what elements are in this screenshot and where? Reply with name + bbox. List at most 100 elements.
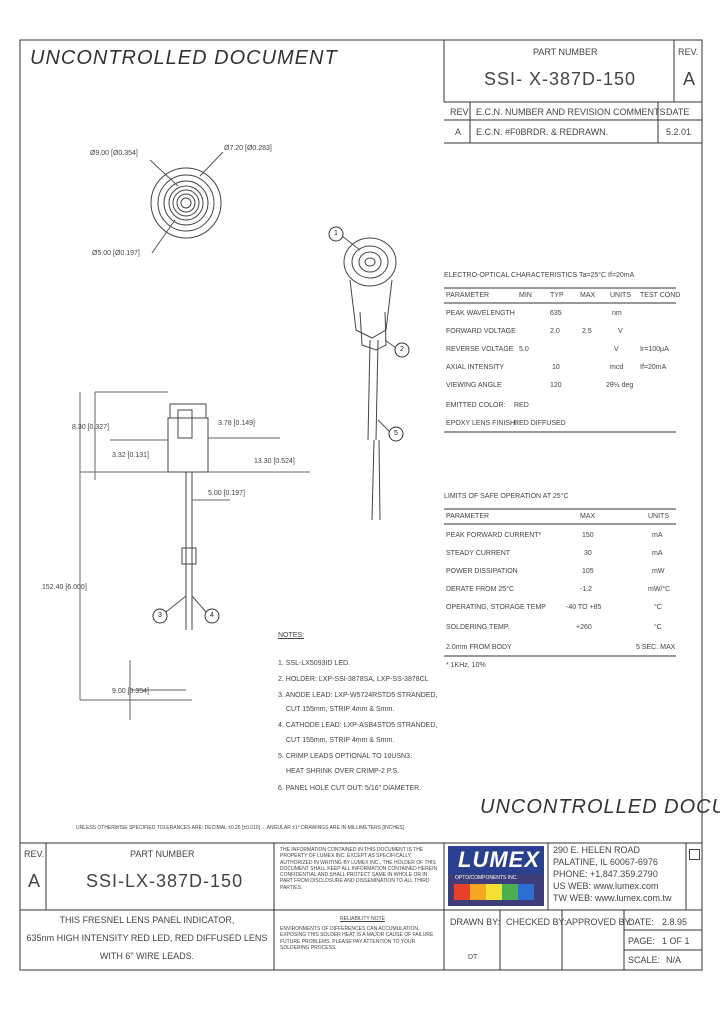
limits-header-parameter: PARAMETER xyxy=(446,513,490,520)
limits-cell: mA xyxy=(652,550,663,557)
description-line: THIS FRESNEL LENS PANEL INDICATOR, xyxy=(59,915,235,925)
limits-cell: DERATE FROM 25°C xyxy=(446,586,515,593)
limits-cell: OPERATING, STORAGE TEMP xyxy=(446,604,546,611)
eo-cell: 2θ½ deg xyxy=(606,382,634,389)
tb-rev-value: A xyxy=(28,871,41,891)
lumex-logo xyxy=(448,846,544,906)
note-item: 3. ANODE LEAD: LXP-W5724RSTD5 STRANDED, xyxy=(278,692,438,699)
eo-cell: 10 xyxy=(552,364,560,371)
page-label: PAGE: xyxy=(628,936,655,946)
eo-cell: REVERSE VOLTAGE xyxy=(446,346,514,353)
note-item: 2. HOLDER: LXP-SSI-3878SA, LXP-SS-3878CL xyxy=(278,676,429,683)
part-number: SSI- X-387D-150 xyxy=(484,69,637,89)
tb-part-number: SSI-LX-387D-150 xyxy=(86,871,244,891)
watermark-bottom: UNCONTROLLED DOCUMENT xyxy=(480,796,720,818)
note-item: 6. PANEL HOLE CUT OUT: 5/16" DIAMETER. xyxy=(278,785,422,792)
eo-cell: If=20mA xyxy=(640,364,667,371)
eo-header-typ: TYP xyxy=(550,292,564,299)
eo-cell: 5.0 xyxy=(519,346,529,353)
address-line: PALATINE, IL 60067-6976 xyxy=(553,857,658,867)
tb-part-number-label: PART NUMBER xyxy=(130,849,195,859)
limits-cell: 105 xyxy=(582,568,594,575)
balloon-1: 1 xyxy=(334,230,338,237)
dim-332: 3.32 [0.131] xyxy=(112,452,149,459)
part-number-label: PART NUMBER xyxy=(533,47,598,57)
tb-rev-label: REV. xyxy=(24,849,45,859)
description-line: WITH 6" WIRE LEADS. xyxy=(99,951,195,961)
lumex-logo-text: LUMEX xyxy=(458,847,540,872)
lumex-logo-tagline: OPTO/COMPONENTS INC. xyxy=(455,875,518,881)
eo-header-max: MAX xyxy=(580,292,596,299)
eo-cell: nm xyxy=(612,310,622,317)
eo-cell: V xyxy=(618,328,623,335)
dim-1330: 13.30 [0.524] xyxy=(254,458,295,465)
eo-header-parameter: PARAMETER xyxy=(446,292,490,299)
limits-cell: -1.2 xyxy=(580,586,593,593)
limits-footnote: * 1KHz, 10% xyxy=(446,662,486,669)
balloon-4: 4 xyxy=(210,612,214,619)
notes-title: NOTES: xyxy=(278,632,305,639)
limits-cell: POWER DISSIPATION xyxy=(446,568,518,575)
address-phone: PHONE: +1.847.359.2790 xyxy=(553,869,658,879)
registration-mark xyxy=(689,849,700,860)
side-view xyxy=(167,403,209,630)
drawn-by-value: DT xyxy=(468,954,478,961)
eo-cell: Ir=100µA xyxy=(640,346,669,353)
limits-cell: STEADY CURRENT xyxy=(446,550,511,557)
dim-900: 9.00 [0.354] xyxy=(112,688,149,695)
note-item: CUT 155mm, STRIP 4mm & Smm. xyxy=(286,737,395,744)
date-label: DATE: xyxy=(628,917,654,927)
eo-cell: RED DIFFUSED xyxy=(514,420,566,427)
proprietary-notice: THE INFORMATION CONTAINED IN THIS DOCUME… xyxy=(280,847,438,891)
dim-dia-720: Ø7.20 [Ø0.283] xyxy=(224,145,272,152)
address-tw-web: TW WEB: www.lumex.com.tw xyxy=(553,893,672,903)
ecn-col-header: E.C.N. NUMBER AND REVISION COMMENTS xyxy=(476,107,666,117)
page-value: 1 OF 1 xyxy=(662,936,690,946)
scale-label: SCALE: xyxy=(628,955,661,965)
limits-cell: 150 xyxy=(582,532,594,539)
isometric-view xyxy=(343,237,397,521)
limits-header-max: MAX xyxy=(580,513,596,520)
limits-cell: 30 xyxy=(584,550,592,557)
limits-table-title: LIMITS OF SAFE OPERATION AT 25°C xyxy=(444,493,569,500)
rev-col-header: REV xyxy=(450,107,469,117)
dim-dia-900: Ø9.00 [Ø0.354] xyxy=(90,150,138,157)
reliability-title: RELIABILITY NOTE xyxy=(340,916,385,922)
limits-cell: mW xyxy=(652,568,665,575)
eo-cell: VIEWING ANGLE xyxy=(446,382,502,389)
note-item: CUT 155mm, STRIP 4mm & Smm. xyxy=(286,706,395,713)
address-us-web: US WEB: www.lumex.com xyxy=(553,881,659,891)
eo-table-title: ELECTRO-OPTICAL CHARACTERISTICS Ta=25°C … xyxy=(444,272,635,279)
rev-value: A xyxy=(683,69,696,89)
limits-cell: PEAK FORWARD CURRENT* xyxy=(446,532,542,539)
approved-by-label: APPROVED BY: xyxy=(566,917,633,927)
note-item: 1. SSL-LX5093ID LED. xyxy=(278,660,350,667)
balloon-2: 2 xyxy=(400,346,404,353)
eo-cell: EMITTED COLOR: xyxy=(446,402,506,409)
limits-cell: °C xyxy=(654,624,662,631)
reliability-note: ENVIRONMENTS OF DIFFERENCES CAN ACCUMULA… xyxy=(280,926,434,951)
limits-cell: 2.0mm FROM BODY xyxy=(446,644,512,651)
eo-cell: 2.0 xyxy=(550,328,560,335)
rev-label: REV. xyxy=(678,47,699,57)
dim-500: 5.00 [0.197] xyxy=(208,490,245,497)
dim-dia-500: Ø5.00 [Ø0.197] xyxy=(92,250,140,257)
eo-cell: EPOXY LENS FINISH: xyxy=(446,420,518,427)
eo-cell: FORWARD VOLTAGE xyxy=(446,328,516,335)
limits-cell: mA xyxy=(652,532,663,539)
description-line: 635nm HIGH INTENSITY RED LED, RED DIFFUS… xyxy=(26,933,268,943)
eo-cell: 120 xyxy=(550,382,562,389)
watermark-top: UNCONTROLLED DOCUMENT xyxy=(30,47,338,69)
eo-cell: mcd xyxy=(610,364,624,371)
eo-header-test: TEST COND xyxy=(640,292,681,299)
revision-row-rev: A xyxy=(455,127,462,137)
front-view xyxy=(150,167,222,239)
date-value: 2.8.95 xyxy=(662,917,688,927)
eo-cell: PEAK WAVELENGTH xyxy=(446,310,515,317)
tolerance-note: UNLESS OTHERWISE SPECIFIED TOLERANCES AR… xyxy=(76,825,405,831)
drawn-by-label: DRAWN BY: xyxy=(450,917,501,927)
scale-value: N/A xyxy=(666,955,682,965)
checked-by-label: CHECKED BY: xyxy=(506,917,567,927)
